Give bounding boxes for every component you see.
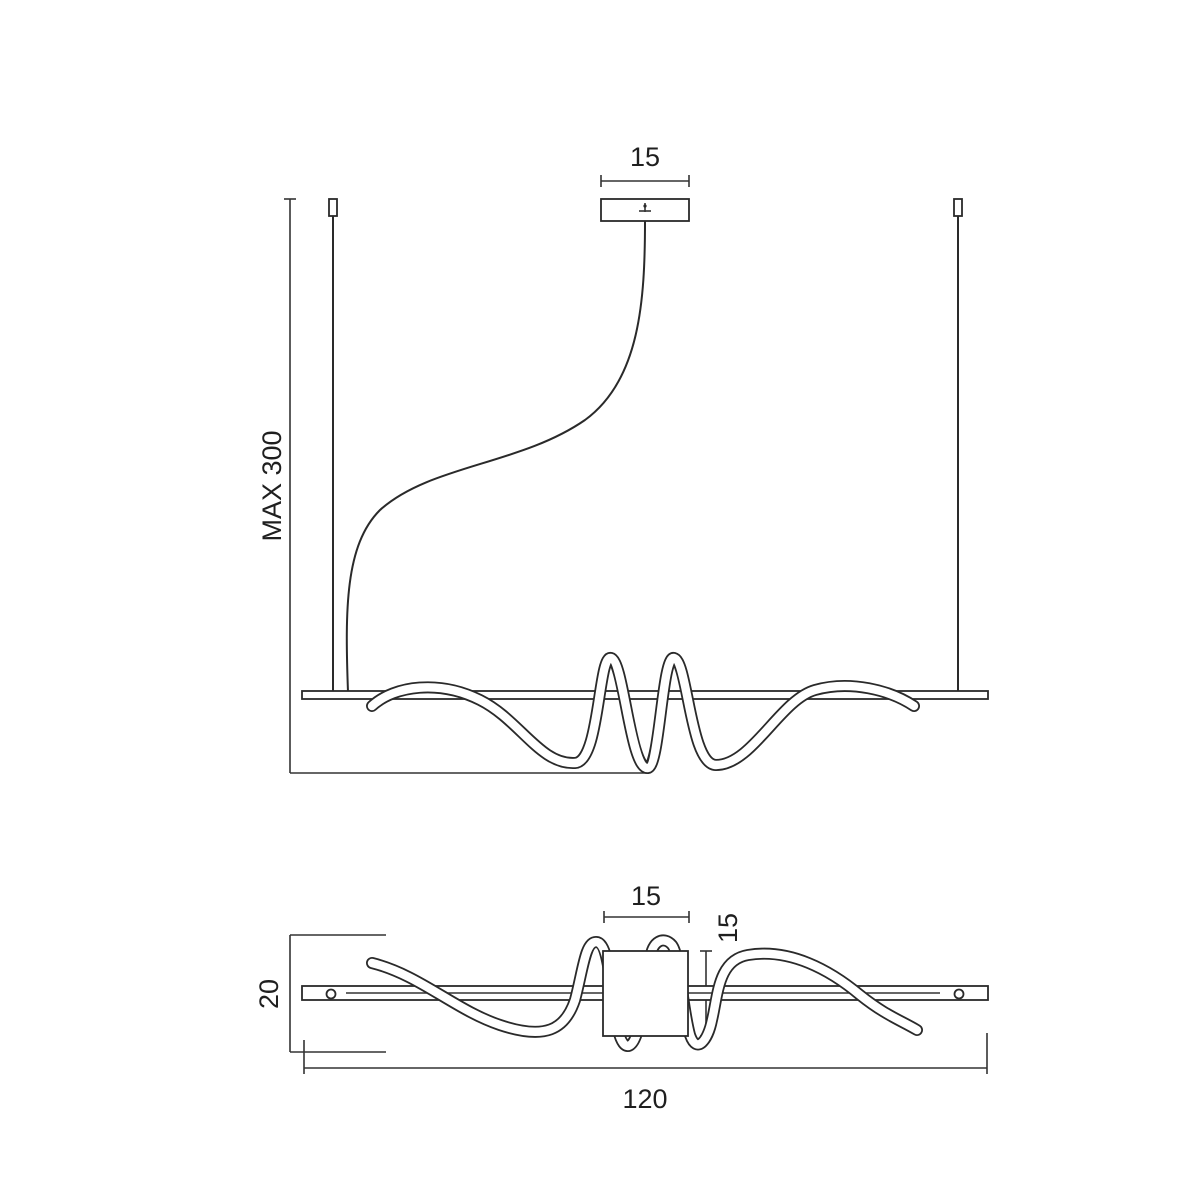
top-canopy-depth-label: 15	[713, 913, 743, 943]
front-view: 15 MAX 300	[257, 142, 989, 774]
suspension-wire-left	[328, 198, 338, 692]
depth-dimension: 20	[254, 934, 386, 1053]
suspension-wire-right	[953, 198, 963, 692]
top-view: 15 15 20 120	[254, 881, 989, 1114]
top-canopy	[602, 950, 689, 1037]
ceiling-canopy	[600, 198, 690, 222]
front-spiral-ribbon	[366, 651, 920, 774]
power-cable	[345, 220, 646, 693]
top-canopy-width-label: 15	[631, 881, 661, 911]
front-canopy-width-label: 15	[630, 142, 660, 172]
front-canopy-width-dimension: 15	[600, 142, 690, 187]
top-canopy-width-dimension: 15	[603, 881, 690, 923]
front-mounting-bar	[301, 690, 989, 700]
height-label: MAX 300	[257, 430, 287, 541]
length-label: 120	[622, 1084, 667, 1114]
length-dimension: 120	[303, 1033, 988, 1114]
height-dimension: MAX 300	[257, 198, 648, 774]
depth-label: 20	[254, 979, 284, 1009]
